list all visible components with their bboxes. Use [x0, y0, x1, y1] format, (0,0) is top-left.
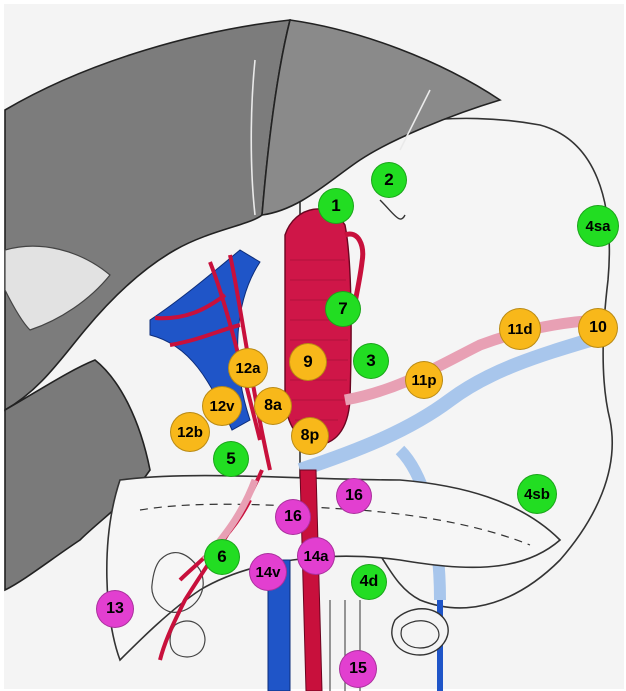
station-marker-4sb: 4sb — [517, 474, 557, 514]
station-marker-1: 1 — [318, 188, 354, 224]
station-marker-5: 5 — [213, 441, 249, 477]
station-marker-12v: 12v — [202, 386, 242, 426]
station-marker-9: 9 — [289, 343, 327, 381]
station-marker-11d: 11d — [499, 308, 541, 350]
station-marker-15: 15 — [339, 650, 377, 688]
station-marker-10: 10 — [578, 308, 618, 348]
station-marker-16: 16 — [336, 478, 372, 514]
station-marker-6: 6 — [204, 539, 240, 575]
station-marker-11p: 11p — [405, 361, 443, 399]
station-marker-14v: 14v — [249, 553, 287, 591]
aorta-celiac — [285, 209, 351, 445]
station-marker-2: 2 — [371, 162, 407, 198]
station-marker-4d: 4d — [351, 564, 387, 600]
station-marker-8p: 8p — [291, 417, 329, 455]
station-marker-7: 7 — [325, 291, 361, 327]
station-marker-14a: 14a — [297, 537, 335, 575]
station-marker-13: 13 — [96, 590, 134, 628]
station-marker-4sa: 4sa — [577, 205, 619, 247]
station-marker-3: 3 — [353, 343, 389, 379]
station-marker-8a: 8a — [254, 387, 292, 425]
station-marker-12a: 12a — [228, 348, 268, 388]
station-marker-16: 16 — [275, 499, 311, 535]
station-marker-12b: 12b — [170, 412, 210, 452]
